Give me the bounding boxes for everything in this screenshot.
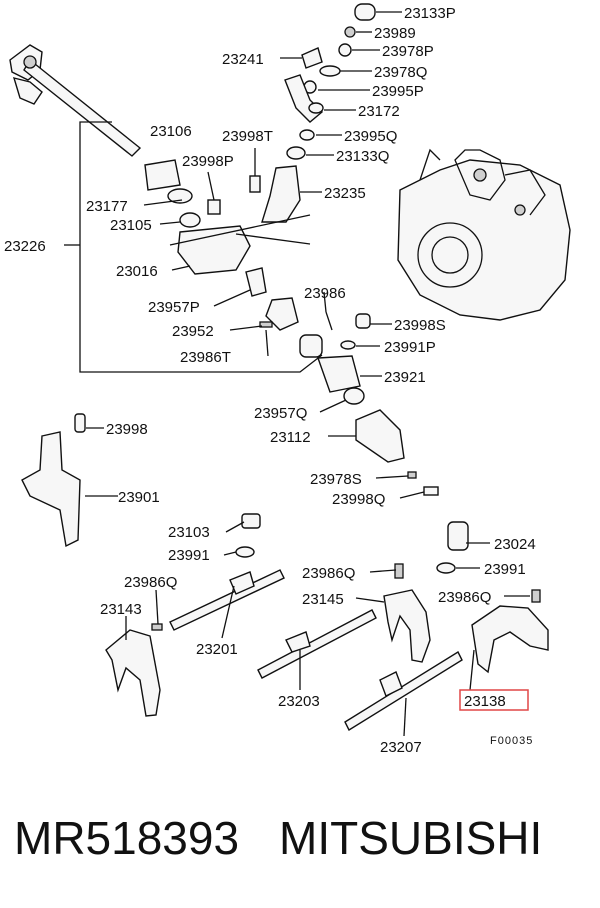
label-23143: 23143 [100, 601, 142, 618]
highlight-box-23138 [459, 689, 529, 711]
label-23201: 23201 [196, 641, 238, 658]
shift-bracket-illustration [21, 413, 118, 548]
label-23998P: 23998P [182, 153, 234, 170]
label-23024: 23024 [494, 536, 536, 553]
label-23978P: 23978P [382, 43, 434, 60]
label-23016: 23016 [116, 263, 158, 280]
label-23133P: 23133P [404, 5, 456, 22]
label-23177: 23177 [86, 198, 128, 215]
label-23203: 23203 [278, 693, 320, 710]
label-23998Q: 23998Q [332, 491, 385, 508]
label-23991-right: 23991 [484, 561, 526, 578]
brand-name: MITSUBISHI [279, 812, 543, 864]
label-23989: 23989 [374, 25, 416, 42]
part-number: MR518393 [14, 812, 240, 864]
transmission-case-illustration [397, 148, 571, 321]
label-23235: 23235 [324, 185, 366, 202]
label-23986Q-center: 23986Q [302, 565, 355, 582]
product-caption: MR518393 MITSUBISHI [14, 808, 594, 868]
label-23106: 23106 [150, 123, 192, 140]
label-23995Q: 23995Q [344, 128, 397, 145]
label-23986Q-left: 23986Q [124, 574, 177, 591]
label-23145: 23145 [302, 591, 344, 608]
label-23991-upper: 23991 [168, 547, 210, 564]
label-23957P: 23957P [148, 299, 200, 316]
label-23995P: 23995P [372, 83, 424, 100]
label-23957Q: 23957Q [254, 405, 307, 422]
label-23112: 23112 [270, 429, 311, 446]
figure-code: F00035 [490, 735, 533, 747]
label-23986Q-right: 23986Q [438, 589, 491, 606]
label-23991P: 23991P [384, 339, 436, 356]
label-23978S: 23978S [310, 471, 362, 488]
label-23901: 23901 [118, 489, 160, 506]
label-23978Q: 23978Q [374, 64, 427, 81]
label-23226: 23226 [4, 238, 46, 255]
label-23241: 23241 [222, 51, 264, 68]
label-23952: 23952 [172, 323, 214, 340]
label-23921: 23921 [384, 369, 426, 386]
mid-parts [245, 267, 439, 496]
label-23986: 23986 [304, 285, 346, 302]
part-labels: 23133P 23989 23978P 23241 23978Q 23995P … [4, 5, 536, 756]
boot-and-bushing-parts [144, 159, 311, 275]
shift-lever-illustration [9, 44, 142, 157]
label-23138[interactable]: 23138 [464, 693, 506, 710]
parts-diagram: 23133P 23989 23978P 23241 23978Q 23995P … [4, 3, 571, 756]
label-23172: 23172 [358, 103, 400, 120]
label-23133Q: 23133Q [336, 148, 389, 165]
leader-lines [86, 11, 530, 737]
label-23998: 23998 [106, 421, 148, 438]
label-23998T: 23998T [222, 128, 273, 145]
label-23207: 23207 [380, 739, 422, 756]
label-23103: 23103 [168, 524, 210, 541]
upper-small-parts [249, 3, 376, 223]
label-23105: 23105 [110, 217, 152, 234]
label-23986T: 23986T [180, 349, 231, 366]
label-23998S: 23998S [394, 317, 446, 334]
shift-fork-assembly [105, 513, 549, 731]
